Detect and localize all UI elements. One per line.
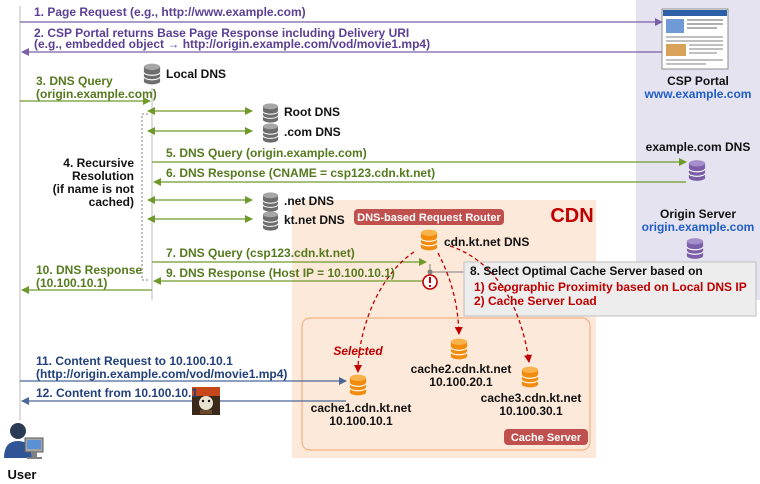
route-to-cache2 [437, 252, 463, 335]
request-router-label-badge [354, 209, 504, 225]
step-11-url-label: (http://origin.example.com/vod/movie1.mp… [36, 367, 287, 381]
origin-server-label: Origin Server [660, 207, 736, 221]
selection-criteria-box [463, 261, 757, 317]
route-to-cache1 [354, 251, 415, 373]
step-12-label: 12. Content from 10.100.10.1 [36, 386, 198, 400]
step-9-label: 9. DNS Response (Host IP = 10.100.10.1) [166, 266, 395, 280]
ktnet-dns-label: kt.net DNS [284, 213, 345, 227]
webpage-thumbnail-icon [661, 8, 729, 70]
cache-server-label: Cache Server [511, 432, 582, 444]
step-8-criterion-2: 2) Cache Server Load [474, 294, 597, 308]
warning-icon [422, 274, 438, 290]
net-dns-label: .net DNS [284, 194, 334, 208]
request-router-label: DNS-based Request Router [357, 212, 501, 224]
step-1-label: 1. Page Request (e.g., http://www.exampl… [34, 5, 306, 19]
cache3-name: cache3.cdn.kt.net [481, 391, 582, 405]
cache2-database-icon [450, 338, 468, 360]
ktnet-dns-database-icon [262, 211, 279, 231]
step-10-label: 10. DNS Response [36, 263, 142, 277]
step-7-label: 7. DNS Query (csp123.cdn.kt.net) [166, 246, 355, 260]
step-2-uri-label: (e.g., embedded object → http://origin.e… [34, 37, 430, 51]
cache3-ip: 10.100.30.1 [499, 404, 563, 418]
origin-server-url: origin.example.com [642, 220, 755, 234]
step-5-label: 5. DNS Query (origin.example.com) [166, 146, 367, 160]
step-4-line3-label: (if name is not [53, 182, 134, 196]
recursion-bracket [141, 113, 148, 281]
example-dns-label: example.com DNS [646, 140, 751, 154]
step-8-label: 8. Select Optimal Cache Server based on [470, 264, 703, 278]
cdn-dns-database-icon [420, 229, 438, 251]
step-3-label: 3. DNS Query [36, 74, 113, 88]
step-8-criterion-1: 1) Geographic Proximity based on Local D… [474, 280, 747, 294]
example-dns-database-icon [688, 159, 706, 182]
csp-portal-label: CSP Portal [667, 74, 729, 88]
cdn-region [292, 200, 596, 458]
user-label: User [8, 467, 37, 482]
root-dns-label: Root DNS [284, 105, 340, 119]
step-3-name-label: (origin.example.com) [36, 87, 157, 101]
route-to-cache3 [449, 245, 533, 363]
csp-portal-url: www.example.com [644, 87, 752, 101]
step-4-line2-label: Resolution [72, 169, 134, 183]
step-4-line4-label: cached) [89, 195, 134, 209]
local-dns-label: Local DNS [166, 67, 226, 81]
cache1-ip: 10.100.10.1 [329, 414, 393, 428]
cache3-database-icon [521, 366, 539, 388]
cache1-name: cache1.cdn.kt.net [311, 401, 412, 415]
cache-server-label-badge [504, 429, 588, 445]
cache2-name: cache2.cdn.kt.net [411, 362, 512, 376]
selected-label: Selected [333, 344, 383, 358]
step-10-ip-label: (10.100.10.1) [36, 276, 107, 290]
origin-server-database-icon [686, 237, 704, 260]
com-dns-database-icon [262, 123, 279, 143]
step-11-label: 11. Content Request to 10.100.10.1 [36, 354, 233, 368]
com-dns-label: .com DNS [284, 125, 341, 139]
cache2-ip: 10.100.20.1 [429, 375, 493, 389]
cache-server-group [301, 317, 591, 451]
user-computer-icon [4, 423, 44, 459]
cdn-title: CDN [550, 205, 593, 227]
step-4-label: 4. Recursive [63, 156, 134, 170]
step-2-label: 2. CSP Portal returns Base Page Response… [34, 26, 409, 40]
root-dns-database-icon [262, 103, 279, 123]
step-6-label: 6. DNS Response (CNAME = csp123.cdn.kt.n… [166, 166, 435, 180]
cache1-database-icon [349, 374, 367, 396]
cdn-dns-label: cdn.kt.net DNS [444, 235, 529, 249]
net-dns-database-icon [262, 192, 279, 212]
media-file-icon [192, 387, 220, 415]
local-dns-database-icon [143, 63, 161, 85]
